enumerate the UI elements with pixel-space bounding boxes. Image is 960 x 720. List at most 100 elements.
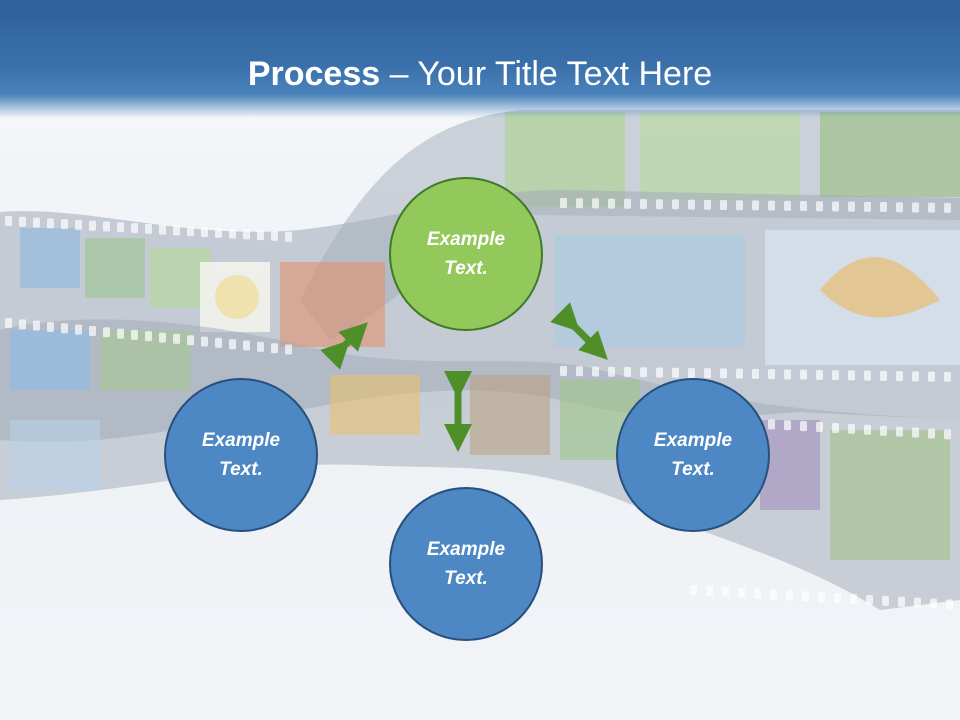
sprocket-hole xyxy=(229,228,236,239)
node-bottom-line2: Text. xyxy=(444,568,488,589)
sprocket-hole xyxy=(257,230,264,241)
node-right-line1: Example xyxy=(653,430,733,451)
sprocket-hole xyxy=(5,318,12,328)
sprocket-hole xyxy=(738,587,745,598)
sprocket-hole xyxy=(898,596,905,607)
sprocket-hole xyxy=(173,225,180,236)
sprocket-hole xyxy=(848,201,855,212)
sprocket-hole xyxy=(768,419,775,430)
sprocket-hole xyxy=(47,218,54,229)
sprocket-hole xyxy=(187,226,194,237)
sprocket-hole xyxy=(229,339,236,350)
sprocket-hole xyxy=(243,340,250,351)
sprocket-hole xyxy=(215,337,222,348)
sprocket-hole xyxy=(816,422,823,433)
title-rest-part: – Your Title Text Here xyxy=(380,55,713,93)
node-top: Example Text. xyxy=(389,177,543,331)
sprocket-hole xyxy=(19,216,26,227)
sprocket-hole xyxy=(285,231,292,242)
sprocket-hole xyxy=(576,366,583,377)
sprocket-hole xyxy=(47,321,54,332)
sprocket-hole xyxy=(786,590,793,601)
sprocket-hole xyxy=(720,368,727,379)
sprocket-hole xyxy=(624,366,631,377)
sprocket-hole xyxy=(704,199,711,210)
sprocket-hole xyxy=(103,327,110,338)
sprocket-hole xyxy=(173,333,180,344)
sprocket-hole xyxy=(850,594,857,605)
sprocket-hole xyxy=(285,344,292,355)
sprocket-hole xyxy=(928,202,935,213)
sprocket-hole xyxy=(882,595,889,606)
sprocket-hole xyxy=(818,592,825,603)
sprocket-hole xyxy=(131,329,138,340)
sprocket-hole xyxy=(5,216,12,226)
sprocket-hole xyxy=(688,367,695,378)
sprocket-hole xyxy=(117,328,124,339)
sprocket-hole xyxy=(592,366,599,377)
sprocket-hole xyxy=(560,366,567,376)
sprocket-hole xyxy=(117,222,124,233)
sprocket-hole xyxy=(257,341,264,352)
sprocket-hole xyxy=(752,368,759,379)
sprocket-hole xyxy=(736,368,743,379)
sprocket-hole xyxy=(706,585,713,596)
sprocket-hole xyxy=(770,589,777,600)
sprocket-hole xyxy=(928,428,935,439)
sprocket-hole xyxy=(145,223,152,234)
sprocket-hole xyxy=(89,220,96,231)
sprocket-hole xyxy=(75,219,82,230)
sprocket-hole xyxy=(768,369,775,380)
sprocket-hole xyxy=(736,200,743,211)
sprocket-hole xyxy=(946,599,953,610)
sprocket-hole xyxy=(690,585,697,595)
sprocket-hole xyxy=(800,369,807,380)
sprocket-hole xyxy=(784,369,791,380)
sprocket-hole xyxy=(848,423,855,434)
sprocket-hole xyxy=(75,324,82,335)
sprocket-hole xyxy=(103,221,110,232)
sprocket-hole xyxy=(159,332,166,343)
sprocket-hole xyxy=(912,202,919,213)
sprocket-hole xyxy=(656,199,663,210)
sprocket-hole xyxy=(944,202,951,213)
sprocket-hole xyxy=(33,320,40,331)
sprocket-hole xyxy=(816,201,823,212)
node-right: Example Text. xyxy=(616,378,770,532)
sprocket-hole xyxy=(880,425,887,436)
sprocket-hole xyxy=(834,593,841,604)
sprocket-hole xyxy=(816,369,823,380)
sprocket-hole xyxy=(672,199,679,210)
sprocket-hole xyxy=(914,597,921,608)
sprocket-hole xyxy=(19,319,26,330)
node-left-line1: Example xyxy=(201,430,281,451)
sprocket-hole xyxy=(187,335,194,346)
sprocket-hole xyxy=(656,367,663,378)
node-left: Example Text. xyxy=(164,378,318,532)
sprocket-hole xyxy=(752,200,759,211)
sprocket-hole xyxy=(145,331,152,342)
sprocket-hole xyxy=(880,370,887,381)
sprocket-hole xyxy=(243,229,250,240)
sprocket-hole xyxy=(89,325,96,336)
sprocket-hole xyxy=(61,219,68,230)
sprocket-hole xyxy=(704,368,711,379)
sprocket-hole xyxy=(33,217,40,228)
sprocket-hole xyxy=(768,200,775,211)
sprocket-hole xyxy=(912,371,919,382)
sprocket-hole xyxy=(848,370,855,381)
sprocket-hole xyxy=(928,371,935,382)
slide-title: Process – Your Title Text Here xyxy=(0,52,960,96)
node-top-line2: Text. xyxy=(444,258,488,279)
sprocket-hole xyxy=(608,366,615,377)
sprocket-hole xyxy=(61,323,68,334)
sprocket-hole xyxy=(864,201,871,212)
sprocket-hole xyxy=(944,371,951,382)
sprocket-hole xyxy=(832,201,839,212)
sprocket-hole xyxy=(784,200,791,211)
sprocket-hole xyxy=(896,426,903,437)
sprocket-hole xyxy=(864,424,871,435)
sprocket-hole xyxy=(864,370,871,381)
sprocket-hole xyxy=(896,202,903,213)
